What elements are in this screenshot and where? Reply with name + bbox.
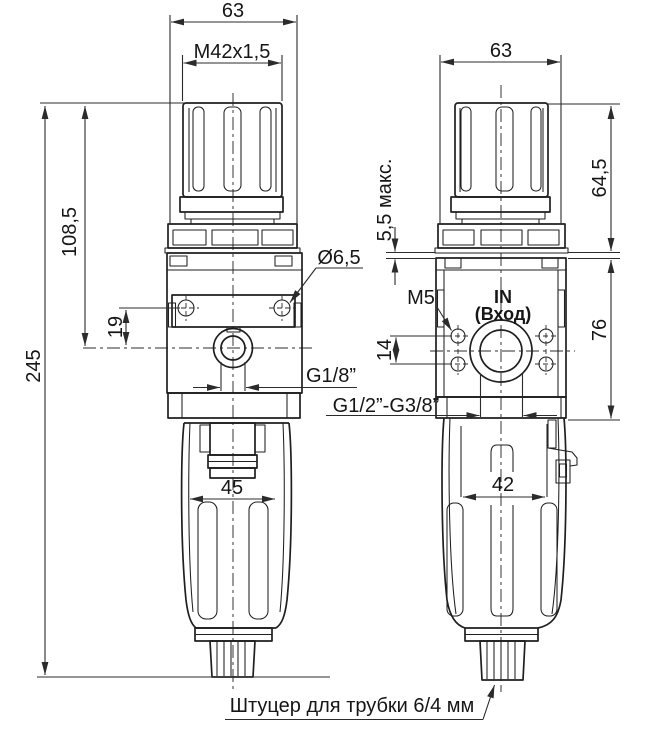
front-bowl [180, 422, 293, 678]
side-bowl-latch [547, 419, 578, 484]
dim-knob-height: 108,5 [59, 207, 81, 257]
dim-front-width: 63 [222, 0, 244, 22]
dim-hole-pitch: 14 [374, 339, 396, 361]
inlet-label-in: IN [494, 287, 512, 307]
dim-body-height: 76 [589, 319, 611, 341]
dim-bowl-width-front: 45 [221, 477, 243, 499]
dimension-labels: 63 M42x1,5 108,5 245 19 Ø6,5 G1/8” 45 63… [23, 0, 611, 717]
inlet-label-vhod: (Вход) [475, 304, 532, 324]
dim-mounting-hole: Ø6,5 [317, 247, 360, 269]
dim-panel-gap: 5,5 макс. [374, 159, 396, 242]
dim-bracket-offset: 19 [105, 316, 127, 338]
dimension-lines [37, 15, 620, 721]
note-fitting: Штуцер для трубки 6/4 мм [230, 695, 475, 717]
side-body [435, 257, 567, 419]
side-bowl [441, 417, 567, 681]
dim-bracket-thread: M5 [407, 287, 435, 309]
side-view [430, 85, 578, 692]
front-view [83, 93, 315, 692]
dim-total-height: 245 [23, 349, 45, 382]
dim-bowl-width-side: 42 [492, 474, 514, 496]
side-knob [434, 102, 569, 254]
dim-thread: M42x1,5 [194, 41, 271, 63]
front-body [166, 252, 303, 419]
dim-gauge-port: G1/8” [306, 365, 356, 387]
dim-regulator-height: 64,5 [589, 159, 611, 198]
front-knob [164, 102, 301, 254]
dim-side-width: 63 [490, 40, 512, 62]
dim-main-ports: G1/2”-G3/8” [333, 395, 440, 417]
